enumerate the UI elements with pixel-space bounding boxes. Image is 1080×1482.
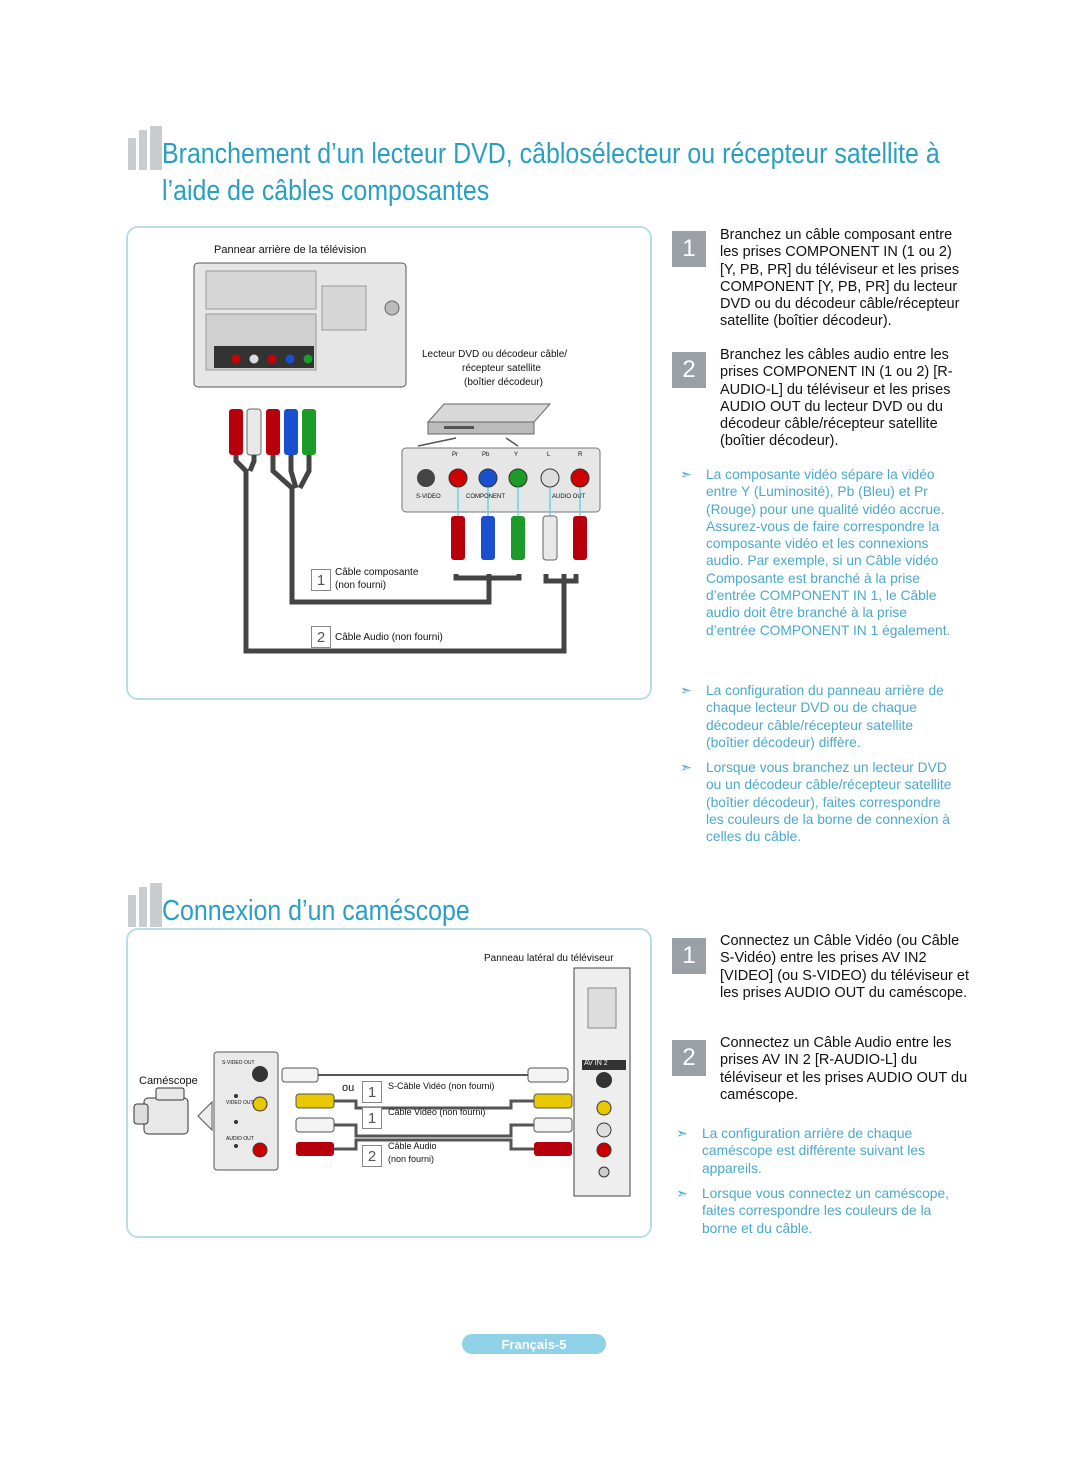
dvd-side-plugs [451, 515, 587, 561]
jack-label-l: L [547, 452, 551, 458]
section1-note3: ➣ Lorsque vous branchez un lecteur DVD o… [680, 759, 960, 847]
svideo-label: S-VIDEO [416, 494, 441, 500]
section2-step2-text: Connectez un Câble Audio entre les prise… [720, 1035, 968, 1103]
component-connection-diagram [193, 262, 601, 654]
camcorder-connection-diagram [133, 967, 631, 1197]
dvd-player-icon [426, 403, 552, 435]
section1-note3-text: Lorsque vous branchez un lecteur DVD ou … [706, 760, 952, 845]
section2-note2: ➣ Lorsque vous connectez un caméscope, f… [676, 1185, 956, 1239]
section1-note1: ➣ La composante vidéo sépare la vidéo en… [680, 466, 960, 672]
tv-side-plugs [229, 408, 316, 456]
section2-step1-number: 1 [672, 938, 706, 974]
section2-note2-text: Lorsque vous connectez un caméscope, fai… [702, 1186, 949, 1236]
tv-panel-label: Pannear arrière de la télévision [214, 244, 367, 256]
jack-label-pb: Pb [482, 452, 490, 458]
section1-note1-text: La composante vidéo sépare la vidéo entr… [706, 467, 951, 638]
jack-label-r: R [578, 452, 583, 458]
section1-step1-number: 1 [672, 231, 706, 267]
cable1-number: 1 [311, 569, 331, 591]
audio-out-label: AUDIO OUT [552, 494, 586, 500]
cable-svideo-label: S-Câble Vidéo (non fourni) [388, 1081, 495, 1091]
cable-audio-label-1: Câble Audio [388, 1141, 437, 1151]
section1-title-line1: Branchement d’un lecteur DVD, câblosélec… [162, 138, 940, 170]
cable-video-number: 1 [362, 1107, 382, 1129]
note-arrow-icon: ➣ [680, 467, 692, 482]
dvd-label-2: récepteur satellite [462, 363, 541, 374]
title-bars-icon [128, 883, 162, 927]
section1-title-line2: l’aide de câbles composantes [162, 175, 490, 207]
section1-step1-text: Branchez un câble composant entre les pr… [720, 227, 960, 330]
section2-step2-number: 2 [672, 1040, 706, 1076]
camcorder-label: Caméscope [139, 1075, 198, 1087]
cable-video-label: Câble Vidéo (non fourni) [388, 1107, 486, 1117]
or-label: ou [342, 1082, 355, 1094]
section1-step2-text: Branchez les câbles audio entre les pris… [720, 347, 953, 450]
cable2-label: Câble Audio (non fourni) [335, 632, 443, 643]
tv-side-panel-label: Panneau latéral du téléviseur [484, 953, 614, 964]
cable-audio-number: 2 [362, 1145, 382, 1167]
note-arrow-icon: ➣ [680, 683, 692, 698]
section1-step2-number: 2 [672, 352, 706, 388]
jack-label-y: Y [514, 452, 519, 458]
tv-component-jacks [230, 353, 314, 365]
section2-note1-text: La configuration arrière de chaque camés… [702, 1126, 925, 1176]
section1-note2: ➣ La configuration du panneau arrière de… [680, 682, 960, 752]
section2-step1-text: Connectez un Câble Vidéo (ou Câble S-Vid… [720, 933, 970, 1001]
dvd-label-1: Lecteur DVD ou décodeur câble/ [422, 349, 568, 360]
cam-svideo-out-label: S-VIDEO OUT [222, 1060, 255, 1066]
section2-diagram-panel [126, 928, 652, 1238]
title-bars-icon [128, 126, 162, 170]
cable2-number: 2 [311, 626, 331, 648]
av-in2-label: AV IN 2 [584, 1060, 608, 1067]
camcorder-jack-panel [213, 1051, 279, 1171]
note-arrow-icon: ➣ [680, 760, 692, 775]
page-number-label: Français-5 [462, 1334, 606, 1354]
note-arrow-icon: ➣ [676, 1186, 688, 1201]
section2-title: Connexion d’un caméscope [162, 895, 470, 927]
cable1-label-1: Câble composante [335, 567, 419, 578]
note-arrow-icon: ➣ [676, 1126, 688, 1141]
jack-label-pr: Pr [452, 452, 458, 458]
component-label: COMPONENT [466, 494, 505, 500]
cable-svideo-number: 1 [362, 1081, 382, 1103]
cable1-label-2: (non fourni) [335, 580, 387, 591]
dvd-label-3: (boîtier décodeur) [464, 377, 543, 388]
section2-note1: ➣ La configuration arrière de chaque cam… [676, 1125, 956, 1179]
cam-audio-out-label: AUDIO OUT [226, 1136, 254, 1142]
section1-note2-text: La configuration du panneau arrière de c… [706, 683, 944, 750]
camcorder-icon [133, 1087, 189, 1135]
cable-audio-label-2: (non fourni) [388, 1154, 435, 1164]
cam-video-out-label: VIDEO OUT [226, 1100, 254, 1106]
